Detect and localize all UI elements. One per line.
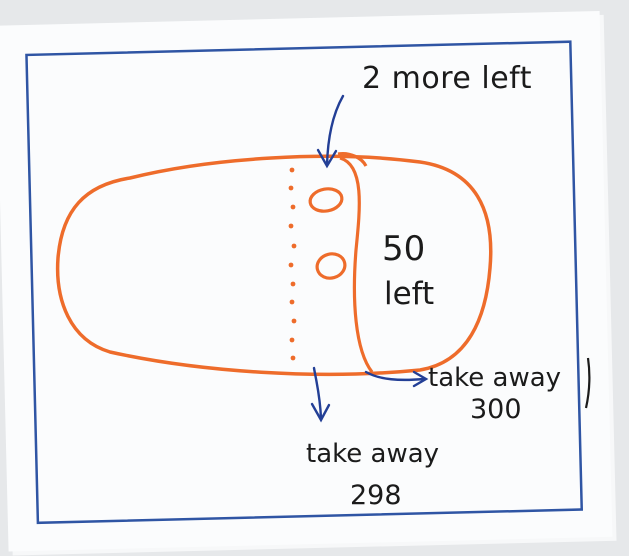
label-300: 300 xyxy=(470,394,522,425)
label-left: left xyxy=(384,276,434,312)
label-take-away-right: take away xyxy=(428,363,561,393)
label-50: 50 xyxy=(382,229,425,269)
label-298: 298 xyxy=(350,480,402,511)
label-2-more-left: 2 more left xyxy=(362,61,532,96)
label-take-away-bottom: take away xyxy=(306,439,439,469)
